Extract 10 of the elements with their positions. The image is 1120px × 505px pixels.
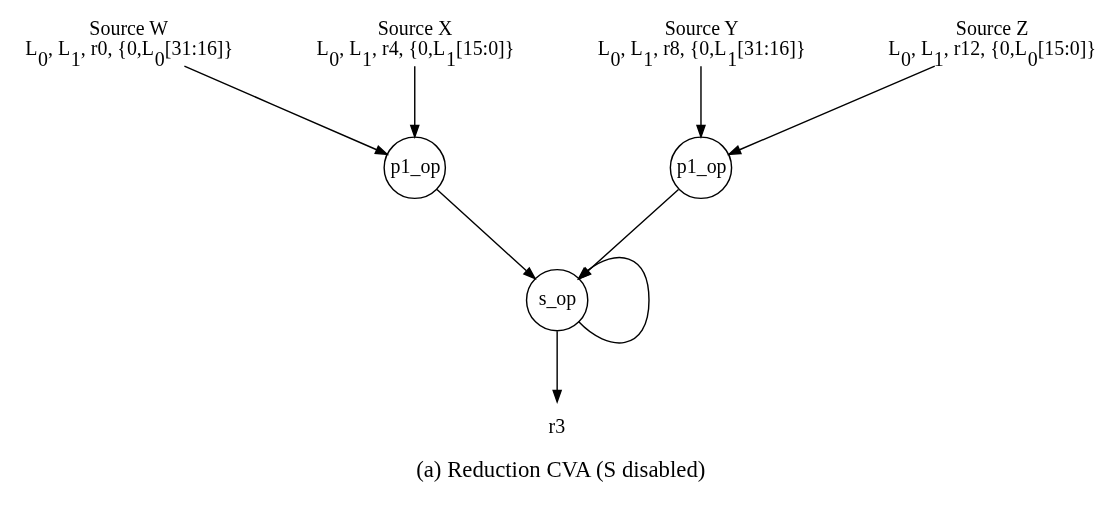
arrow — [183, 65, 390, 156]
arrow — [436, 188, 537, 281]
node-circle: p1_op — [669, 136, 733, 200]
arrow — [552, 330, 563, 405]
arrow — [409, 65, 420, 140]
node-text: r3 — [548, 414, 566, 437]
node-circle: p1_op — [383, 136, 447, 200]
arrow — [696, 65, 706, 140]
caption: (a) Reduction CVA (S disabled) — [416, 457, 706, 483]
arrow — [726, 65, 936, 156]
